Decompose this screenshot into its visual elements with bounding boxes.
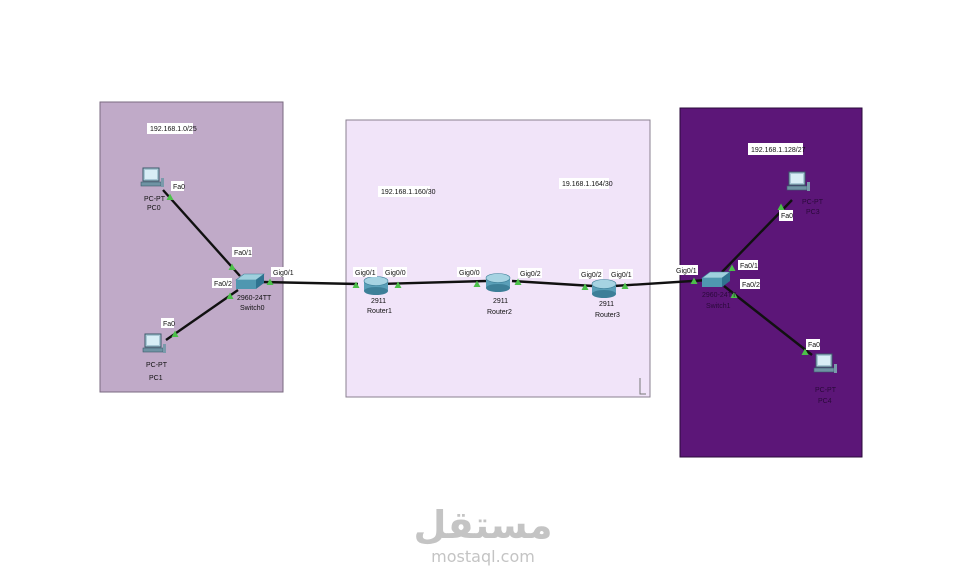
- device-pc0[interactable]: PC-PT PC0: [140, 167, 166, 212]
- device-name: Switch0: [240, 305, 265, 312]
- port-label: Fa0/1: [740, 263, 758, 270]
- device-name: PC1: [149, 375, 163, 382]
- port-label: Gig0/1: [676, 268, 697, 275]
- device-router2[interactable]: 2911 Router2: [485, 273, 512, 317]
- device-model: PC-PT: [802, 199, 824, 206]
- left-network-area: [99, 101, 284, 393]
- device-model: 2960-24TT: [237, 295, 272, 302]
- port-label: Gig0/0: [459, 270, 480, 277]
- device-switch1[interactable]: 2960-24TT Switch1: [701, 271, 737, 310]
- device-model: 2911: [599, 301, 614, 308]
- link-switch0-router1: [261, 280, 359, 286]
- device-model: 2911: [371, 298, 386, 305]
- port-label: Fa0: [808, 342, 820, 349]
- subnet-label-middle-a: 192.168.1.160/30: [381, 189, 436, 196]
- port-label: Fa0/2: [742, 282, 760, 289]
- device-pc3[interactable]: PC-PT PC3: [786, 171, 824, 216]
- device-model: PC-PT: [146, 362, 168, 369]
- device-name: PC0: [147, 205, 161, 212]
- port-label: Gig0/0: [385, 270, 406, 277]
- subnet-label-right: 192.168.1.128/27: [751, 147, 806, 154]
- middle-network-area: [345, 119, 651, 398]
- link-pc1-switch0: [165, 289, 239, 341]
- link-switch1-pc4: [723, 285, 813, 356]
- device-model: PC-PT: [815, 387, 837, 394]
- device-name: PC4: [818, 398, 832, 405]
- port-label: Fa0: [173, 184, 185, 191]
- device-pc1[interactable]: PC-PT PC1: [142, 333, 168, 382]
- router-icon: [485, 273, 511, 293]
- subnet-label-middle-b: 19.168.1.164/30: [562, 181, 613, 188]
- resize-handle[interactable]: [639, 378, 646, 395]
- port-label: Gig0/2: [581, 272, 602, 279]
- port-label: Fa0/2: [214, 281, 232, 288]
- device-model: 2960-24TT: [702, 292, 737, 299]
- router-icon: [591, 279, 617, 299]
- device-router3[interactable]: 2911 Router3: [591, 279, 620, 320]
- port-label: Fa0: [163, 321, 175, 328]
- link-router2-router3: [511, 279, 594, 288]
- subnet-label-left: 192.168.1.0/25: [150, 126, 197, 133]
- port-label: Gig0/1: [273, 270, 294, 277]
- device-model: 2911: [493, 298, 508, 305]
- port-label: Gig0/2: [520, 271, 541, 278]
- watermark-arabic: مستقل: [414, 503, 553, 547]
- device-model: PC-PT: [144, 196, 166, 203]
- device-pc4[interactable]: PC-PT PC4: [813, 353, 838, 405]
- port-label: Fa0: [781, 213, 793, 220]
- port-label: Fa0/1: [234, 250, 252, 257]
- device-router1[interactable]: 2911 Router1: [363, 276, 392, 316]
- device-name: Switch1: [706, 303, 731, 310]
- device-name: PC3: [806, 209, 820, 216]
- port-label: Gig0/1: [355, 270, 376, 277]
- device-switch0[interactable]: 2960-24TT Switch0: [235, 273, 272, 312]
- watermark-latin: mostaql.com: [431, 547, 535, 566]
- watermark-logo: مستقل mostaql.com: [414, 503, 553, 566]
- device-name: Router2: [487, 309, 512, 316]
- port-label: Gig0/1: [611, 272, 632, 279]
- device-name: Router3: [595, 312, 620, 319]
- device-name: Router1: [367, 308, 392, 315]
- router-icon: [363, 276, 389, 296]
- link-pc0-switch0: [162, 189, 241, 277]
